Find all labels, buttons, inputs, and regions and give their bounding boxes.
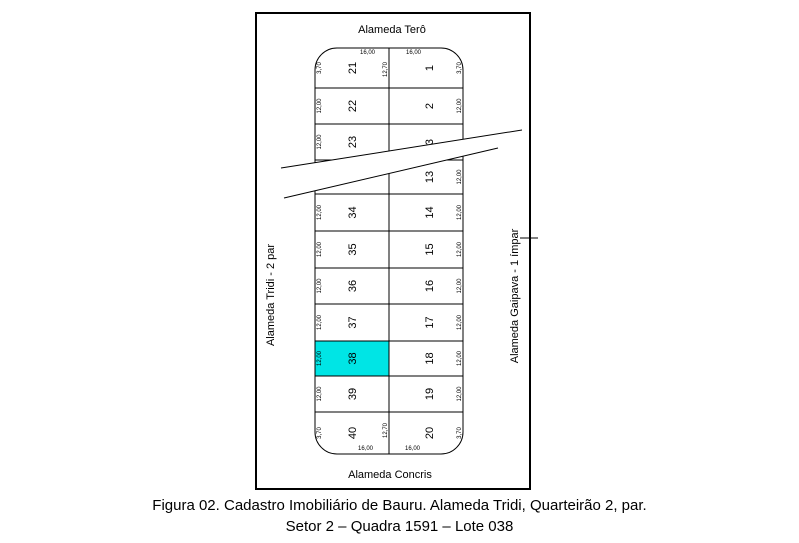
left-lot-dimension: 3,70	[317, 427, 323, 439]
right-lot-dimension: 12,00	[457, 241, 463, 257]
lot-number-38: 38	[347, 352, 359, 364]
left-lot-dimension: 12,00	[317, 204, 323, 220]
crossing-line-lower	[283, 147, 499, 199]
lot-number-36: 36	[347, 280, 359, 292]
lot-number-39: 39	[347, 388, 359, 400]
right-lot-dimension: 12,00	[457, 314, 463, 330]
left-lot-dimension: 12,00	[317, 350, 323, 366]
right-lot-dimension: 12,00	[457, 169, 463, 185]
frontage-top-right: 16,00	[406, 50, 422, 56]
left-lot-dimension: 12,00	[317, 134, 323, 150]
right-lot-dimension: 12,00	[457, 204, 463, 220]
lot-number-13: 13	[424, 171, 436, 183]
lot-number-18: 18	[424, 352, 436, 364]
highlighted-lot-38[interactable]	[315, 341, 389, 376]
lot-number-17: 17	[424, 316, 436, 328]
lot-number-35: 35	[347, 243, 359, 255]
figure-caption-line2: Setor 2 – Quadra 1591 – Lote 038	[285, 518, 514, 535]
right-lot-dimension: 12,00	[457, 278, 463, 294]
lot-number-14: 14	[424, 206, 436, 218]
crossing-line-upper	[280, 129, 523, 169]
lot-number-22: 22	[347, 100, 359, 112]
left-lot-dimension: 12,00	[317, 98, 323, 114]
crossing-band	[281, 130, 522, 198]
left-lot-dimension: 3,70	[317, 62, 323, 74]
street-west: Alameda Tridi - 2 par	[265, 244, 277, 346]
frontage-center-top: 12,70	[383, 61, 389, 77]
right-lot-dimension: 3,70	[457, 62, 463, 74]
street-east: Alameda Gaipava - 1 ímpar	[509, 228, 521, 363]
left-lot-dimension: 12,00	[317, 386, 323, 402]
right-lot-labels: 1 3,70 2 12,00 3 13 12,00 14 12,00 15 12,00 16 12,00…	[424, 62, 463, 440]
right-lot-dimension: 12,00	[457, 98, 463, 114]
map-frame	[255, 12, 531, 490]
right-lot-dimension: 12,00	[457, 386, 463, 402]
lot-number-3: 3	[424, 139, 436, 145]
lot-number-2: 2	[424, 103, 436, 109]
frontage-top-left: 16,00	[360, 50, 376, 56]
street-north: Alameda Terô	[358, 24, 426, 36]
lot-number-1: 1	[424, 65, 436, 71]
left-lot-separators	[315, 87, 389, 413]
lot-number-34: 34	[347, 206, 359, 218]
right-lot-dimension: 12,00	[457, 350, 463, 366]
right-lot-dimension: 3,70	[457, 427, 463, 439]
lot-number-23: 23	[347, 136, 359, 148]
street-south: Alameda Concris	[348, 469, 432, 481]
left-lot-dimension: 12,00	[317, 314, 323, 330]
lot-number-16: 16	[424, 280, 436, 292]
left-lot-dimension: 12,00	[317, 241, 323, 257]
left-lot-dimension: 12,00	[317, 278, 323, 294]
lot-number-20: 20	[424, 427, 436, 439]
lot-number-37: 37	[347, 316, 359, 328]
lot-number-19: 19	[424, 388, 436, 400]
frontage-bottom-right: 16,00	[405, 446, 421, 452]
frontage-center-bottom: 12,70	[383, 422, 389, 438]
lot-number-15: 15	[424, 243, 436, 255]
left-lot-labels: 21 3,70 22 12,00 23 12,00 34 12,00 35 12,00 36 12,0…	[317, 62, 359, 440]
frontage-bottom-left: 16,00	[358, 446, 374, 452]
lot-number-21: 21	[347, 62, 359, 74]
figure-caption-line1: Figura 02. Cadastro Imobiliário de Bauru…	[152, 497, 647, 514]
lot-number-40: 40	[347, 427, 359, 439]
